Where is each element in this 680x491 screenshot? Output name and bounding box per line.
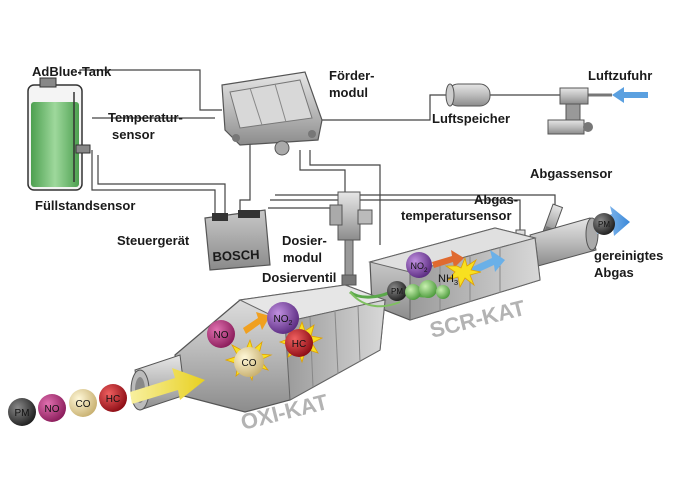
inlet-flow-arrow xyxy=(130,368,205,404)
label-dosiermodul-1: Dosier- xyxy=(282,233,327,248)
label-gereinigtes-1: gereinigtes xyxy=(594,248,663,263)
label-abgassensor: Abgassensor xyxy=(530,166,612,181)
luftzufuhr-arrow xyxy=(612,87,648,103)
dosier-modul xyxy=(329,191,373,293)
oxi-no2-label: NO2 xyxy=(274,314,293,327)
molecule-hc xyxy=(99,384,127,412)
scr-no2-label: NO2 xyxy=(410,261,428,274)
label-adblue-tank: AdBlue-Tank xyxy=(32,64,112,79)
oxi-molecules: NO NO2 CO HC xyxy=(207,302,313,377)
oxi-no-molecule xyxy=(207,320,235,348)
label-dosierventil: Dosierventil xyxy=(262,270,336,285)
scr-molecules: NO2 PM NH3 xyxy=(387,252,458,301)
oxi-no2-molecule xyxy=(267,302,299,334)
oxi-co-molecule xyxy=(234,347,264,377)
scr-pm-molecule xyxy=(387,281,407,301)
reaction-burst-scr xyxy=(444,256,482,289)
label-luftspeicher: Luftspeicher xyxy=(432,111,510,126)
scr-no2-molecule xyxy=(406,252,432,278)
scr-nh3-bubble-2 xyxy=(419,280,437,298)
scr-nh3-bubble-3 xyxy=(436,285,450,299)
scr-nh3-label: NH3 xyxy=(438,273,458,287)
label-temperatursensor-2: sensor xyxy=(112,127,155,142)
molecule-hc-label: HC xyxy=(106,394,120,405)
oxi-no-label: NO xyxy=(214,330,229,341)
scr-flow-arrow xyxy=(470,250,505,275)
label-fuellstandsensor: Füllstandsensor xyxy=(35,198,135,213)
label-foerdermodul-1: Förder- xyxy=(329,68,375,83)
oxi-hc-label: HC xyxy=(292,339,306,350)
out-pm-label: PM xyxy=(598,220,610,229)
oxi-co-label: CO xyxy=(242,358,257,369)
steuergeraet: BOSCH xyxy=(204,209,271,271)
luftzufuhr-valve xyxy=(547,87,593,135)
label-abgastemperatursensor-1: Abgas- xyxy=(474,192,518,207)
wiring xyxy=(79,69,612,245)
molecule-no-label: NO xyxy=(45,404,60,415)
scr-no2-arrow xyxy=(432,250,464,268)
oxi-internal-arrow xyxy=(243,312,270,334)
label-gereinigtes-2: Abgas xyxy=(594,265,634,280)
inlet-molecules: PM NO CO HC xyxy=(8,384,127,426)
label-dosiermodul-2: modul xyxy=(283,250,322,265)
adblue-tank xyxy=(27,77,91,191)
scr-pm-label: PM xyxy=(391,287,403,296)
out-pm-molecule xyxy=(593,213,615,235)
label-foerdermodul-2: modul xyxy=(329,85,368,100)
outlet-molecule: PM xyxy=(593,213,615,235)
oxi-hc-molecule xyxy=(285,329,313,357)
molecule-no xyxy=(38,394,66,422)
molecule-pm-label: PM xyxy=(15,408,30,419)
label-steuergeraet: Steuergerät xyxy=(117,233,190,248)
foerder-modul xyxy=(221,71,323,156)
label-luftzufuhr: Luftzufuhr xyxy=(588,68,652,83)
label-abgastemperatursensor-2: temperatursensor xyxy=(401,208,512,223)
label-temperatursensor-1: Temperatur- xyxy=(108,110,183,125)
molecule-co-label: CO xyxy=(76,399,91,410)
molecule-co xyxy=(69,389,97,417)
scr-nh3-bubble-1 xyxy=(405,284,421,300)
luftspeicher xyxy=(445,83,491,107)
molecule-pm xyxy=(8,398,36,426)
bosch-logo: BOSCH xyxy=(212,247,260,264)
